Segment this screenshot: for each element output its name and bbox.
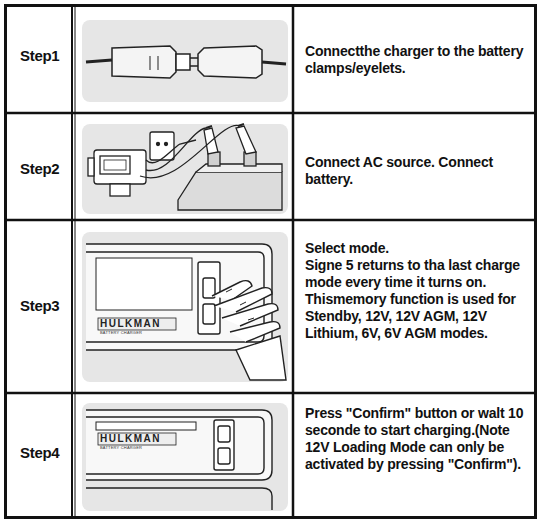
row-line — [5, 219, 536, 222]
column-line — [292, 5, 295, 518]
brand-text: BATTERY CHARGER — [100, 331, 176, 335]
table-cell: Signe 5 returns to tha last charge mode … — [305, 257, 533, 342]
table-cell: Connectthe charger to the battery clamps… — [305, 43, 531, 77]
connection-illustration — [82, 124, 288, 214]
brand-text: BATTERY CHARGER — [100, 446, 176, 450]
charger-panel-illustration — [82, 232, 288, 382]
table-border — [6, 6, 536, 518]
column-line — [71, 5, 73, 518]
brand-text: HULKMAN — [100, 434, 176, 444]
charger-panel-illustration — [82, 403, 288, 511]
table-cell: Connect AC source. Connect battery. — [305, 154, 531, 188]
step-label: Step2 — [20, 160, 70, 177]
step-label: Step3 — [20, 297, 70, 314]
row-line — [5, 392, 536, 395]
table-cell: Press "Confirm" button or walt 10 second… — [305, 405, 531, 473]
table-cell: Select mode. — [305, 240, 533, 257]
connector-illustration — [82, 20, 288, 102]
step-label: Step4 — [20, 444, 70, 461]
row-line — [5, 112, 536, 115]
brand-text: HULKMAN — [100, 319, 176, 329]
step-label: Step1 — [20, 47, 70, 64]
column-line — [75, 5, 76, 518]
